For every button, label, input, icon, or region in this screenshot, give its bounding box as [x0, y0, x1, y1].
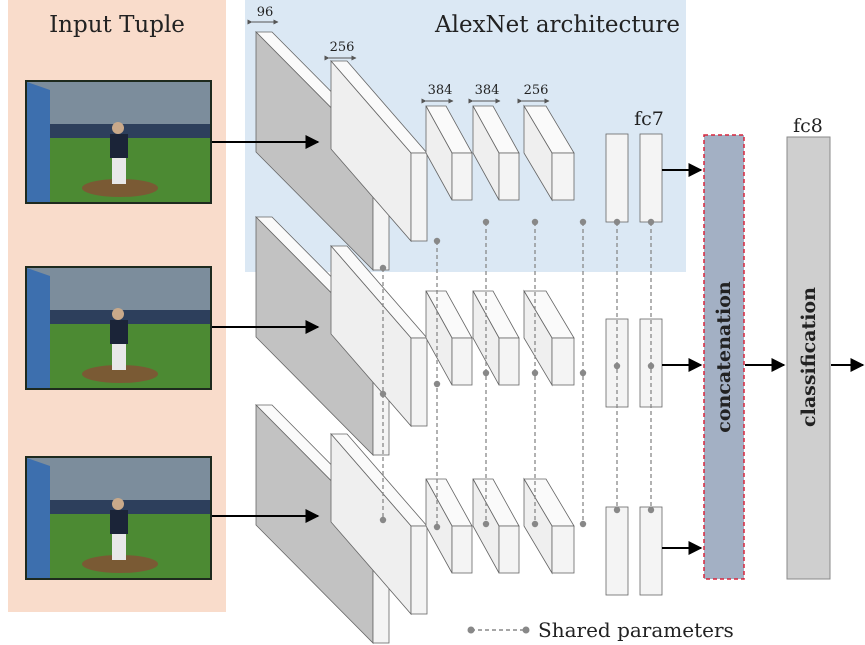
shared-dot	[647, 362, 655, 370]
stream-1	[255, 31, 663, 271]
shared-link-6	[613, 218, 621, 514]
input-arrows	[212, 135, 320, 523]
conv3-block-front	[451, 152, 473, 201]
shared-link-3	[482, 218, 490, 528]
fc6-block	[605, 506, 629, 596]
conv5-block	[523, 289, 575, 387]
conv2-block	[330, 432, 428, 616]
player-head	[112, 122, 124, 134]
concatenation-label: concatenation	[713, 281, 735, 433]
legend-dot-left	[467, 626, 475, 634]
player-legs	[112, 158, 126, 184]
conv2-block-front	[410, 337, 428, 427]
conv5-label: 256	[524, 83, 549, 98]
frame-mound	[82, 365, 158, 383]
conv5-block-front	[551, 152, 575, 201]
player-head	[112, 308, 124, 320]
player-legs	[112, 534, 126, 560]
shared-link-4	[531, 218, 539, 528]
legend: Shared parameters	[467, 618, 734, 642]
conv5-block	[523, 104, 575, 202]
shared-dot	[482, 520, 490, 528]
shared-dot	[433, 523, 441, 531]
shared-dot	[647, 218, 655, 226]
conv2-label: 256	[330, 40, 355, 55]
shared-link-7	[647, 218, 655, 514]
shared-dot	[647, 506, 655, 514]
input-frames	[25, 80, 212, 580]
conv3-label: 384	[428, 83, 453, 98]
input-tuple-title: Input Tuple	[49, 12, 185, 38]
conv3-block-front	[451, 525, 473, 574]
shared-dot	[379, 516, 387, 524]
conv4-block-front	[498, 152, 520, 201]
shared-dot	[482, 218, 490, 226]
input-frame-1	[25, 80, 212, 204]
player-legs	[112, 344, 126, 370]
concatenation-block	[703, 134, 745, 580]
fc7-block	[639, 133, 663, 223]
fc8-label: fc8	[793, 115, 823, 137]
shared-dot	[482, 369, 490, 377]
frame-mound	[82, 179, 158, 197]
conv4-label: 384	[475, 83, 500, 98]
frame-wall	[27, 458, 50, 578]
player-torso	[110, 134, 128, 158]
frame-mound	[82, 555, 158, 573]
fc7-arrows	[662, 163, 703, 555]
conv4-block-front	[498, 337, 520, 386]
fc7-label: fc7	[634, 108, 664, 130]
stream-3	[255, 404, 663, 644]
conv5-block-front	[551, 525, 575, 574]
conv3-block-front	[451, 337, 473, 386]
fc7-block	[639, 506, 663, 596]
player-torso	[110, 320, 128, 344]
shared-dot	[379, 390, 387, 398]
conv4-block	[472, 105, 520, 201]
shared-dot	[613, 506, 621, 514]
conv3-block	[425, 290, 473, 386]
shared-link-2	[433, 237, 441, 531]
shared-dot	[579, 218, 587, 226]
conv2-block-front	[410, 525, 428, 615]
shared-dot	[433, 237, 441, 245]
alexnet-title: AlexNet architecture	[434, 12, 680, 38]
player-torso	[110, 510, 128, 534]
shared-dot	[613, 218, 621, 226]
conv3-block	[425, 105, 473, 201]
input-frame-2	[25, 266, 212, 390]
shared-dot	[613, 362, 621, 370]
conv2-block	[330, 59, 428, 243]
shared-dot	[379, 264, 387, 272]
conv5-block-front	[551, 337, 575, 386]
frame-wall	[27, 268, 50, 388]
frame-wall	[27, 82, 50, 202]
shared-parameter-links	[379, 218, 655, 531]
conv3-block	[425, 478, 473, 574]
conv4-block-front	[498, 525, 520, 574]
input-frame-3	[25, 456, 212, 580]
legend-label: Shared parameters	[538, 618, 734, 642]
player-head	[112, 498, 124, 510]
conv4-block	[472, 478, 520, 574]
shared-dot	[579, 520, 587, 528]
shared-dot	[579, 369, 587, 377]
classification-block	[786, 136, 831, 580]
conv2-block	[330, 244, 428, 428]
classification-label: classification	[798, 287, 820, 427]
conv5-block	[523, 477, 575, 575]
shared-dot	[531, 369, 539, 377]
shared-link-1	[379, 264, 387, 524]
fc6-block	[605, 133, 629, 223]
legend-dot-right	[522, 626, 530, 634]
conv4-block	[472, 290, 520, 386]
shared-link-5	[579, 218, 587, 528]
shared-dot	[531, 218, 539, 226]
conv2-block-front	[410, 152, 428, 242]
shared-dot	[531, 520, 539, 528]
conv1-label: 96	[257, 5, 274, 20]
shared-dot	[433, 380, 441, 388]
filter-labels: 96 256 384 384 256 fc7 fc8	[247, 5, 823, 137]
